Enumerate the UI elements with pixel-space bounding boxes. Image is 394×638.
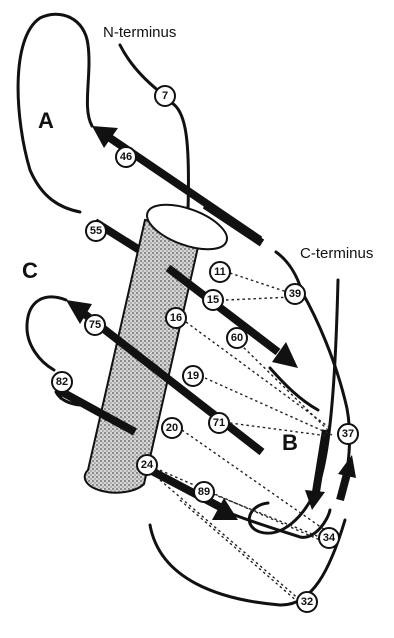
loop-b-turn — [270, 368, 318, 410]
loop-a-outer — [18, 14, 92, 212]
residue-32: 32 — [297, 592, 317, 612]
n-terminal-tail — [120, 45, 160, 92]
svg-text:75: 75 — [89, 319, 101, 331]
n-terminus-label: N-terminus — [103, 24, 176, 41]
residue-60: 60 — [227, 328, 247, 348]
svg-text:20: 20 — [166, 422, 178, 434]
sheet-a-label: A — [38, 108, 54, 133]
svg-text:60: 60 — [231, 332, 243, 344]
svg-text:19: 19 — [187, 370, 199, 382]
residue-37: 37 — [338, 424, 358, 444]
svg-text:71: 71 — [213, 417, 225, 429]
residue-19: 19 — [183, 366, 203, 386]
residue-89: 89 — [194, 482, 214, 502]
sheet-c-label: C — [22, 258, 38, 283]
residue-7: 7 — [155, 86, 175, 106]
svg-text:24: 24 — [141, 459, 154, 471]
sheet-b-label: B — [282, 430, 298, 455]
c-terminus-label: C-terminus — [300, 245, 373, 262]
svg-text:34: 34 — [323, 532, 336, 544]
residue-82: 82 — [52, 372, 72, 392]
residue-75: 75 — [85, 315, 105, 335]
residue-39: 39 — [285, 284, 305, 304]
residue-20: 20 — [162, 418, 182, 438]
residue-24: 24 — [137, 455, 157, 475]
residue-34: 34 — [319, 528, 339, 548]
svg-text:82: 82 — [56, 376, 68, 388]
residue-11: 11 — [210, 262, 230, 282]
strand-b-down — [315, 430, 326, 498]
residue-15: 15 — [203, 290, 223, 310]
svg-text:11: 11 — [214, 266, 226, 278]
svg-text:15: 15 — [207, 294, 219, 306]
svg-text:7: 7 — [162, 90, 168, 102]
svg-text:89: 89 — [198, 486, 210, 498]
c-terminal-tail — [249, 280, 338, 533]
svg-text:55: 55 — [90, 225, 102, 237]
svg-text:16: 16 — [170, 312, 182, 324]
svg-text:32: 32 — [301, 596, 313, 608]
svg-text:37: 37 — [342, 428, 354, 440]
residue-55: 55 — [86, 221, 106, 241]
svg-text:39: 39 — [289, 288, 301, 300]
residue-71: 71 — [209, 413, 229, 433]
svg-text:46: 46 — [120, 151, 132, 163]
strand-b-up-arrowhead — [338, 455, 356, 478]
residue-46: 46 — [116, 147, 136, 167]
loop-c-outer — [27, 297, 66, 370]
alpha-helix — [85, 196, 233, 493]
residue-16: 16 — [166, 308, 186, 328]
